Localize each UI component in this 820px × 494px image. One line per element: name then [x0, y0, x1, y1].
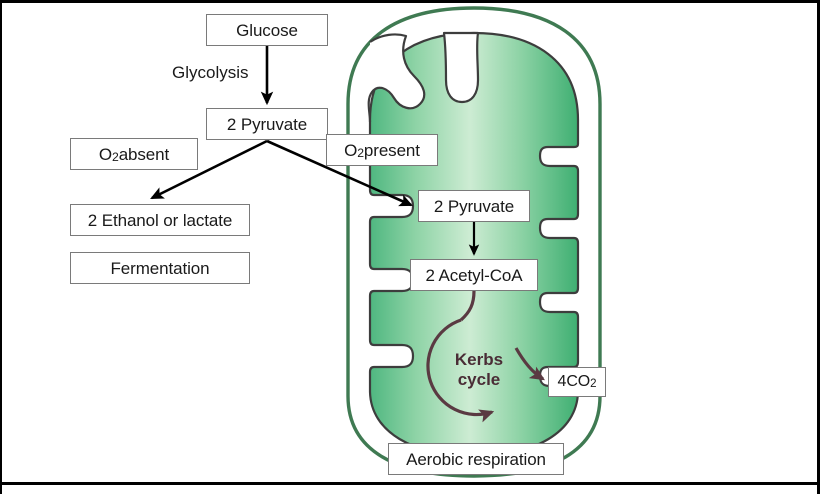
- label-kerbs-cycle-line2: cycle: [457, 370, 501, 390]
- arrow-acetyl-coa-to-kerbs-cycle: [459, 290, 476, 322]
- label-kerbs-cycle-line1: Kerbs: [454, 350, 504, 369]
- box-acetyl-coa: 2 Acetyl-CoA: [410, 259, 538, 291]
- arrow-kerbs-cycle-to-co2: [514, 347, 545, 381]
- frame-top-border: [0, 0, 820, 3]
- arrow-pyruvate-to-mito-pyruvate: [266, 139, 413, 207]
- arrow-pyruvate-to-ethanol: [150, 139, 268, 200]
- kerbs-cycle-arrow-circle: [426, 318, 495, 423]
- box-ethanol-or-lactate: 2 Ethanol or lactate: [70, 204, 250, 236]
- frame-bottom-border: [0, 482, 820, 485]
- label-kerbs-cycle: Kerbs cycle: [445, 350, 513, 390]
- box-glucose: Glucose: [206, 14, 328, 46]
- box-pyruvate-mitochondrion: 2 Pyruvate: [418, 190, 530, 222]
- box-fermentation: Fermentation: [70, 252, 250, 284]
- frame-left-border: [0, 0, 2, 494]
- box-aerobic-respiration: Aerobic respiration: [388, 443, 564, 475]
- label-glycolysis: Glycolysis: [172, 63, 249, 82]
- box-pyruvate-cytosol: 2 Pyruvate: [206, 108, 328, 140]
- frame-right-border: [817, 0, 820, 494]
